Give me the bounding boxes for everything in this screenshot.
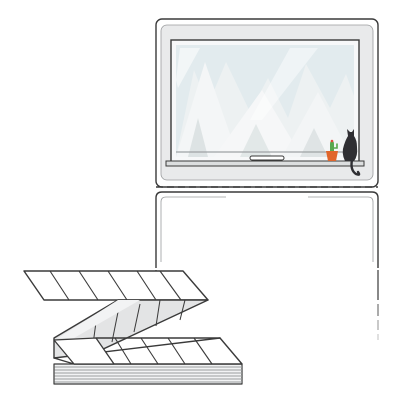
- tree-shape-right: [300, 128, 328, 157]
- tree-shape-center: [240, 124, 272, 157]
- lower-label-inner-left: [160, 196, 226, 262]
- cat-tail: [350, 158, 361, 176]
- tree-shape-left: [188, 118, 208, 157]
- mountain-front-right: [282, 92, 352, 157]
- cactus-arm: [333, 143, 338, 149]
- cactus-plant: [330, 141, 334, 152]
- flower-pot: [326, 151, 338, 161]
- window: [170, 39, 360, 163]
- fanfold-top-sheet: [23, 270, 209, 301]
- fanfold-label-stack: [23, 270, 243, 385]
- fanfold-stack-layers: [53, 363, 243, 385]
- mountain-front-left: [176, 62, 238, 157]
- light-streak-2: [250, 48, 318, 120]
- mountain-front-mid: [214, 90, 302, 157]
- bottom-sheet-dividers: [114, 337, 213, 365]
- lower-label-inner-right: [308, 196, 374, 262]
- top-sheet-dividers: [49, 270, 182, 301]
- mountain-view: [176, 48, 354, 157]
- light-streak-1: [176, 48, 200, 88]
- black-cat: [342, 129, 361, 176]
- lower-label-outline: [155, 191, 379, 268]
- potted-cactus: [326, 139, 338, 161]
- lower-label-sheet: [155, 191, 379, 340]
- upper-label-sheet: [155, 18, 379, 188]
- diagonal-fold-highlight: [58, 300, 140, 338]
- window-sill: [165, 160, 365, 167]
- cactus-flower: [330, 139, 334, 143]
- fanfold-bottom-sheet: [53, 337, 243, 365]
- cat-body: [342, 129, 358, 161]
- window-handle: [249, 155, 285, 161]
